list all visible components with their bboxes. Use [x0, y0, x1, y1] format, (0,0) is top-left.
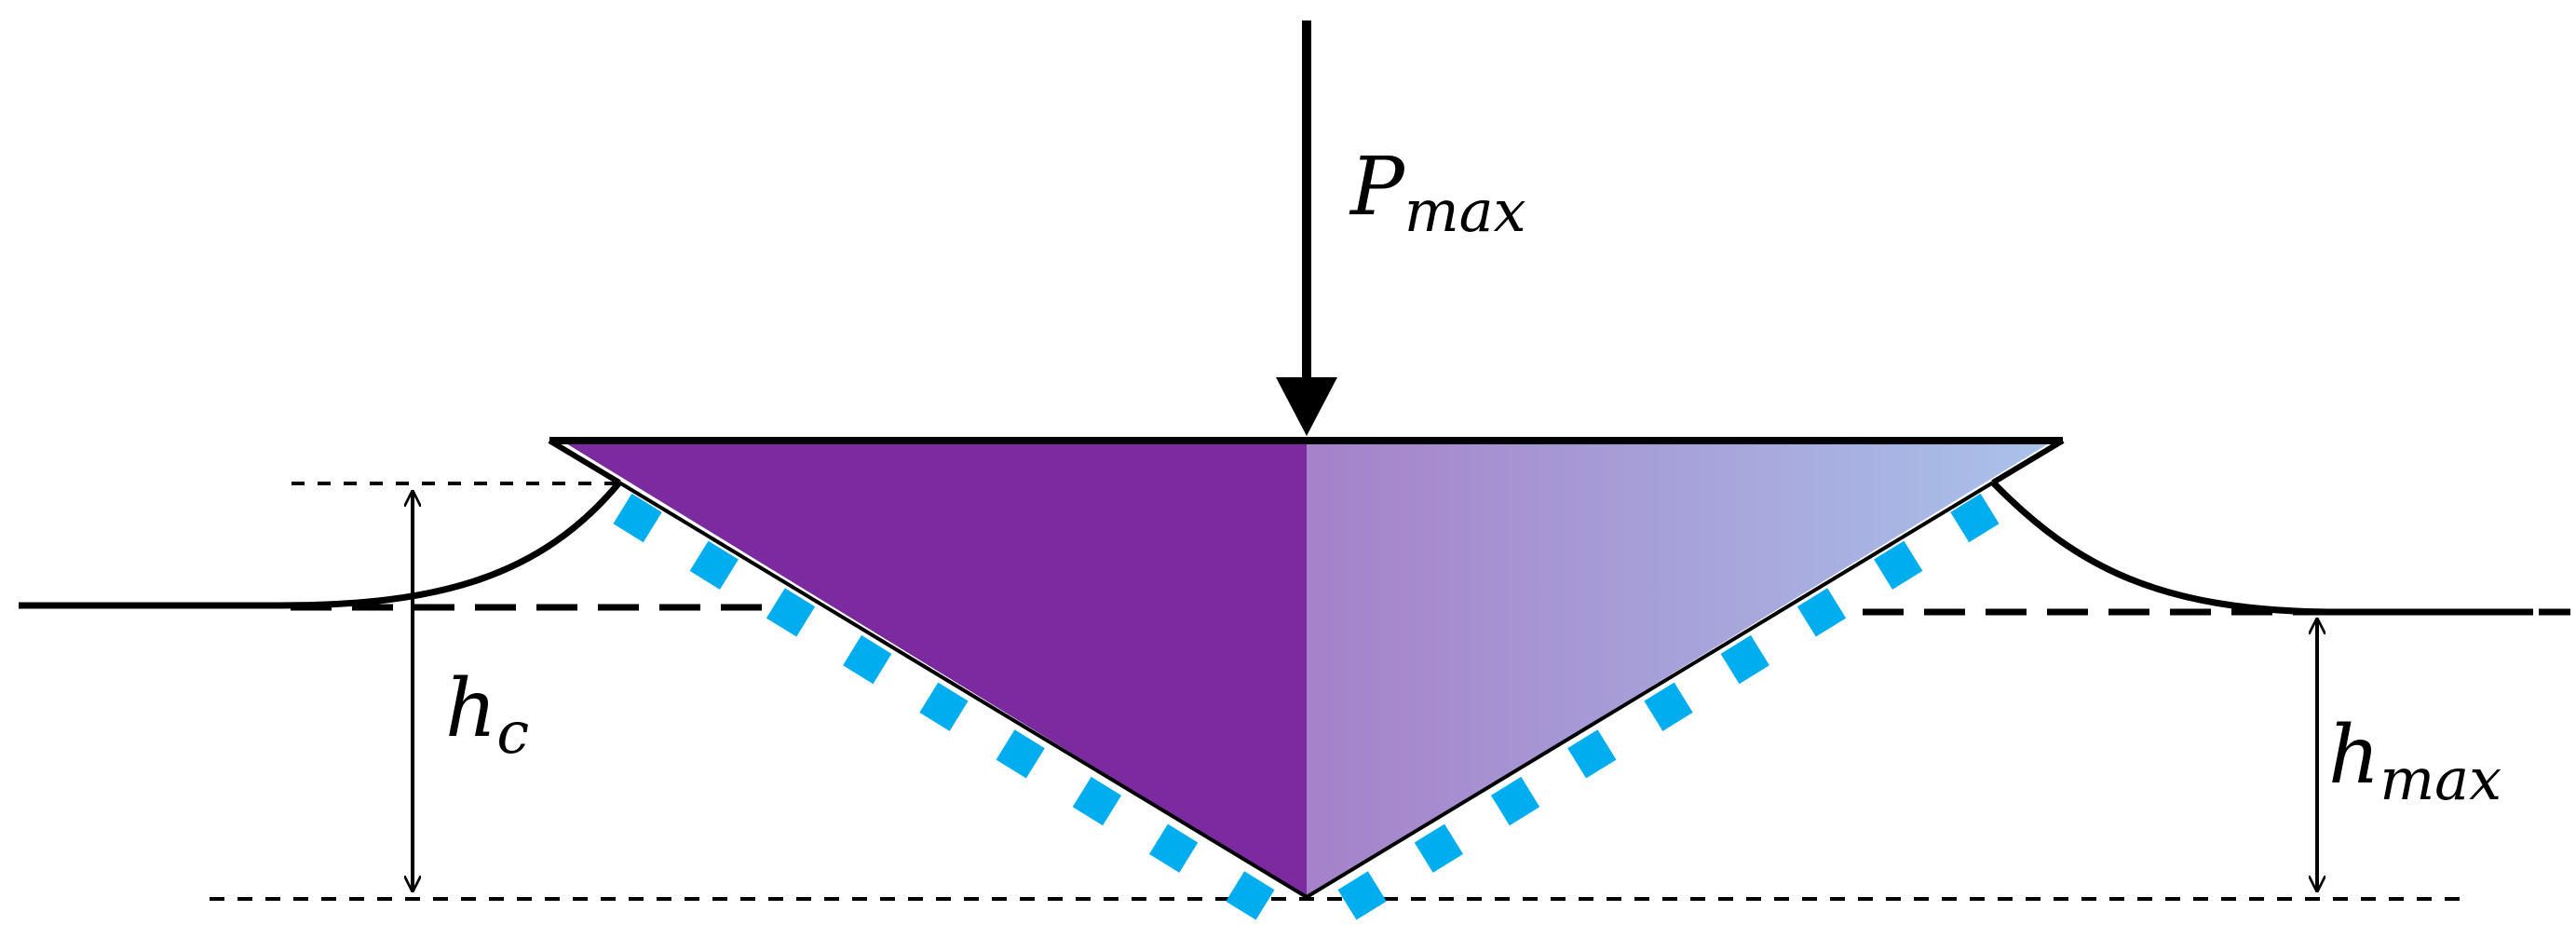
- contact-mark: [1796, 588, 1847, 637]
- contact-depth-label: hc: [445, 662, 529, 767]
- contact-mark: [996, 729, 1045, 779]
- contact-mark: [1874, 540, 1923, 590]
- indenter-left-upper-edge: [548, 438, 621, 485]
- contact-mark: [613, 493, 662, 543]
- contact-mark: [689, 540, 739, 590]
- contact-mark: [843, 634, 892, 685]
- contact-mark: [1148, 823, 1199, 873]
- load-label: Pmax: [1349, 141, 1526, 245]
- contact-mark: [1226, 871, 1275, 920]
- contact-mark: [919, 682, 969, 731]
- indenter-left-flank: [617, 481, 1308, 899]
- contact-mark: [766, 588, 816, 637]
- indenter-right-upper-edge: [1991, 438, 2065, 485]
- surface-profile-left: [19, 480, 622, 609]
- contact-marks: [613, 493, 2000, 920]
- contact-mark: [1950, 493, 2000, 543]
- contact-mark: [1337, 871, 1387, 920]
- contact-mark: [1072, 776, 1122, 826]
- contact-mark: [1414, 823, 1464, 873]
- contact-mark: [1644, 682, 1693, 731]
- contact-mark: [1490, 776, 1540, 826]
- load-arrow-head: [1276, 377, 1337, 436]
- max-depth-label: hmax: [2328, 709, 2501, 813]
- surface-profile-right: [1990, 480, 2533, 616]
- contact-mark: [1567, 729, 1617, 779]
- contact-mark: [1720, 634, 1769, 685]
- indenter-right-flank: [1305, 481, 1995, 899]
